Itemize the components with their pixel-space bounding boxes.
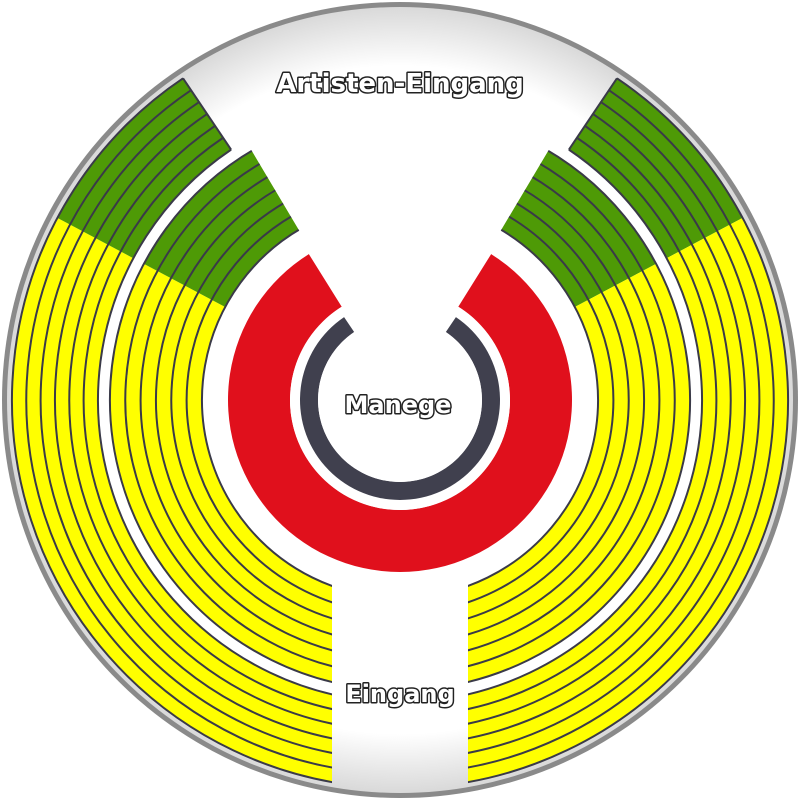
outer-seating-edge [568,77,618,151]
ring-area [227,254,572,573]
outer-seating-edge [182,77,232,151]
inner-seating-back-left [143,148,301,308]
manege-floor [318,318,482,482]
artist-entrance-label: Artisten-Eingang [276,69,524,99]
entrance-label: Eingang [345,680,454,708]
red-inner-ring [227,254,572,573]
ring-label: Manege [345,391,452,419]
inner-seating-back-right [499,148,657,308]
inner-seating-front [109,263,691,690]
outer-seating-front [12,217,789,788]
